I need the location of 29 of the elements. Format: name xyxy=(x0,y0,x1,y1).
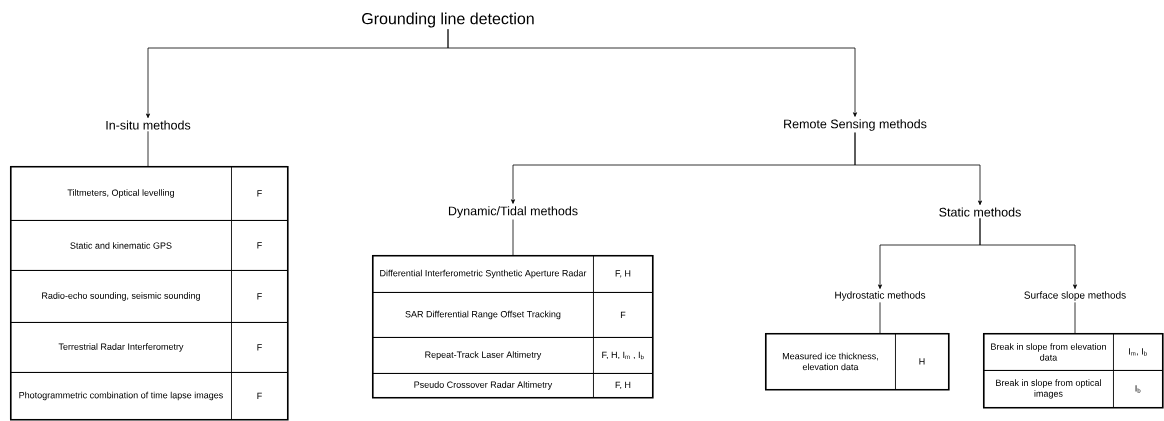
table-row: Static and kinematic GPS F xyxy=(10,220,288,271)
heading: Hydrostatic methods xyxy=(835,291,926,301)
table-row: Repeat-Track Laser Altimetry F, H, I$_{m}$ , I$_{b}$ xyxy=(372,337,653,374)
table-row: Pseudo Crossover Radar Altimetry F, H xyxy=(372,373,653,398)
heading: Grounding line detection xyxy=(362,12,534,28)
table-row: Radio-echo sounding, seismic sounding F xyxy=(10,270,288,323)
method-table xyxy=(372,255,654,399)
heading: Static methods xyxy=(939,207,1021,217)
method-table xyxy=(983,333,1164,409)
table-row: SAR Differential Range Offset Tracking F xyxy=(372,292,653,338)
table-row: Measured ice thickness, elevation data H xyxy=(765,333,949,390)
table-row: Terrestrial Radar Interferometry F xyxy=(10,322,288,373)
connector-line xyxy=(147,130,149,167)
heading: In-situ methods xyxy=(106,120,191,130)
connector-line xyxy=(1074,301,1076,334)
connector-arrow xyxy=(854,132,982,206)
heading: Remote Sensing methods xyxy=(784,119,927,131)
table-row: Break in slope from elevation data I$_{m}$, I$_{b}$ xyxy=(983,333,1163,371)
connector-arrow xyxy=(447,28,857,117)
table-row: Photogrammetric combination of time lapse images F xyxy=(10,372,288,420)
table-row: Tiltmeters, Optical levelling F xyxy=(10,166,288,221)
connector-line xyxy=(879,301,881,334)
connector-arrow xyxy=(979,217,1077,289)
method-table xyxy=(10,166,289,421)
table-row: Break in slope from optical images I$_{b}$ xyxy=(983,370,1163,408)
table-row: Differential Interferometric Synthetic Aperture Radar F, H xyxy=(372,255,653,293)
heading: Surface slope methods xyxy=(1024,291,1126,301)
connector-line xyxy=(512,219,514,256)
heading: Dynamic/Tidal methods xyxy=(448,206,578,218)
